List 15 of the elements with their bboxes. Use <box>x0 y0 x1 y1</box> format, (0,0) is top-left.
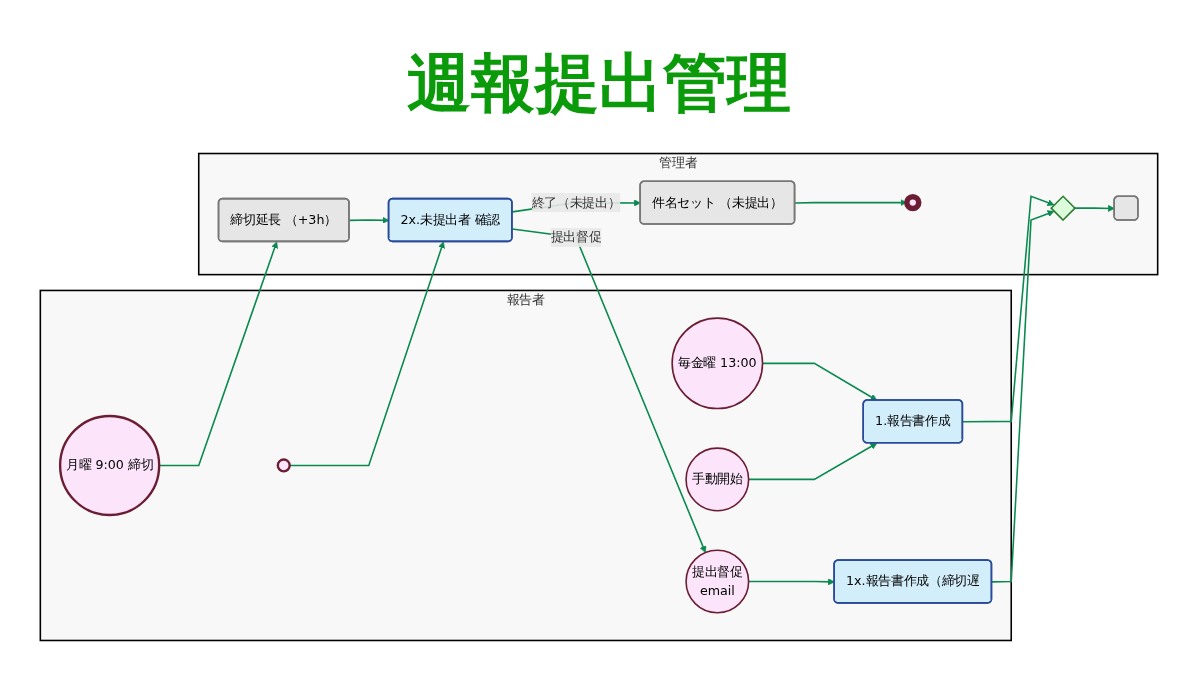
node-circle <box>276 458 291 473</box>
edge-label: 提出督促 <box>550 229 602 245</box>
arrow <box>1073 204 1115 212</box>
arrow <box>288 241 445 467</box>
diagram-title: 週報提出管理 <box>406 44 792 122</box>
node-circle: 月曜 9:00 締切 <box>58 414 161 517</box>
arrow <box>991 210 1055 583</box>
arrow <box>158 241 278 467</box>
node-circle: 提出督促 email <box>685 549 750 614</box>
node-diamond <box>1050 195 1077 222</box>
edge-label: 終了（未提出） <box>531 194 621 210</box>
node-circle: 毎金曜 13:00 <box>671 317 764 410</box>
node-circle: 手動開始 <box>685 447 750 512</box>
node-circle <box>904 193 922 212</box>
arrow <box>511 228 707 553</box>
